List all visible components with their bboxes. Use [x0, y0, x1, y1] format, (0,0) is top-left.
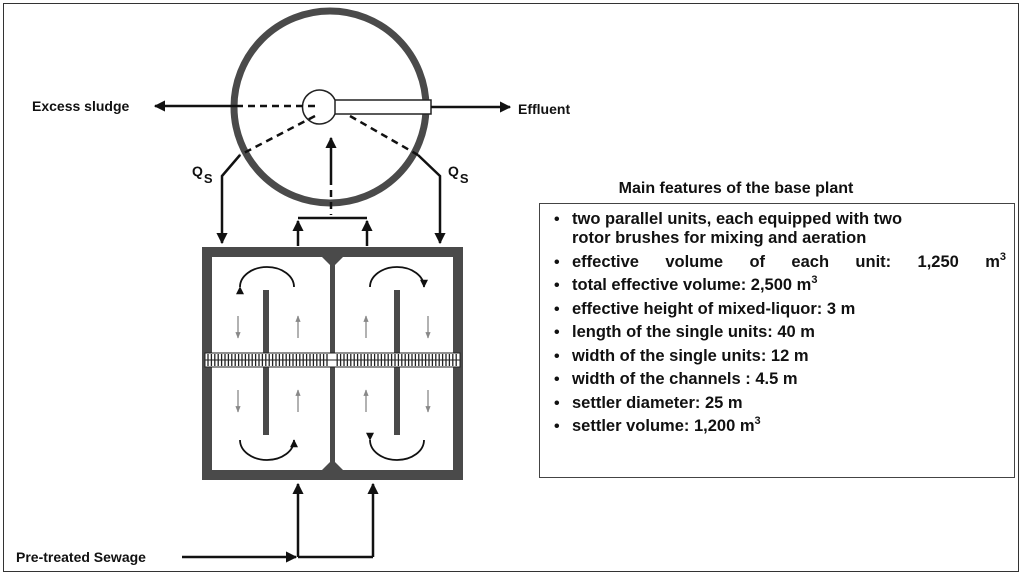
feature-item: effective height of mixed-liquor: 3 m — [554, 300, 1006, 319]
rotor-brushes — [204, 352, 461, 368]
feature-item: two parallel units, each equipped with t… — [554, 210, 1006, 248]
qs-right-label: QS — [448, 163, 469, 186]
features-title: Main features of the base plant — [618, 180, 854, 197]
inlet-pipes — [182, 482, 379, 563]
features-list: two parallel units, each equipped with t… — [554, 210, 1006, 436]
feature-item: total effective volume: 2,500 m3 — [554, 275, 1006, 296]
feature-item: effective volume of each unit: 1,250 m3 — [554, 251, 1006, 272]
features-box: two parallel units, each equipped with t… — [539, 203, 1015, 478]
feature-item: length of the single units: 40 m — [554, 323, 1006, 342]
feature-item: width of the channels : 4.5 m — [554, 370, 1006, 389]
tank-outlet-pipes — [292, 216, 373, 246]
settler-center-well — [301, 89, 336, 125]
figure-frame — [3, 3, 1019, 572]
feature-item: settler diameter: 25 m — [554, 394, 1006, 413]
return-sludge-right-arrow — [417, 154, 446, 245]
qs-left-label: QS — [192, 163, 213, 186]
settler-dashed-lines — [239, 104, 419, 215]
effluent-launder — [334, 99, 432, 115]
excess-sludge-label: Excess sludge — [32, 98, 129, 114]
effluent-label: Effluent — [518, 101, 570, 117]
feature-item: width of the single units: 12 m — [554, 347, 1006, 366]
pre-treated-sewage-label: Pre-treated Sewage — [16, 549, 146, 565]
feature-item: settler volume: 1,200 m3 — [554, 416, 1006, 437]
flow-direction-arrows — [235, 315, 431, 413]
return-sludge-left-arrow — [216, 154, 241, 245]
circulation-arrows — [235, 266, 429, 461]
